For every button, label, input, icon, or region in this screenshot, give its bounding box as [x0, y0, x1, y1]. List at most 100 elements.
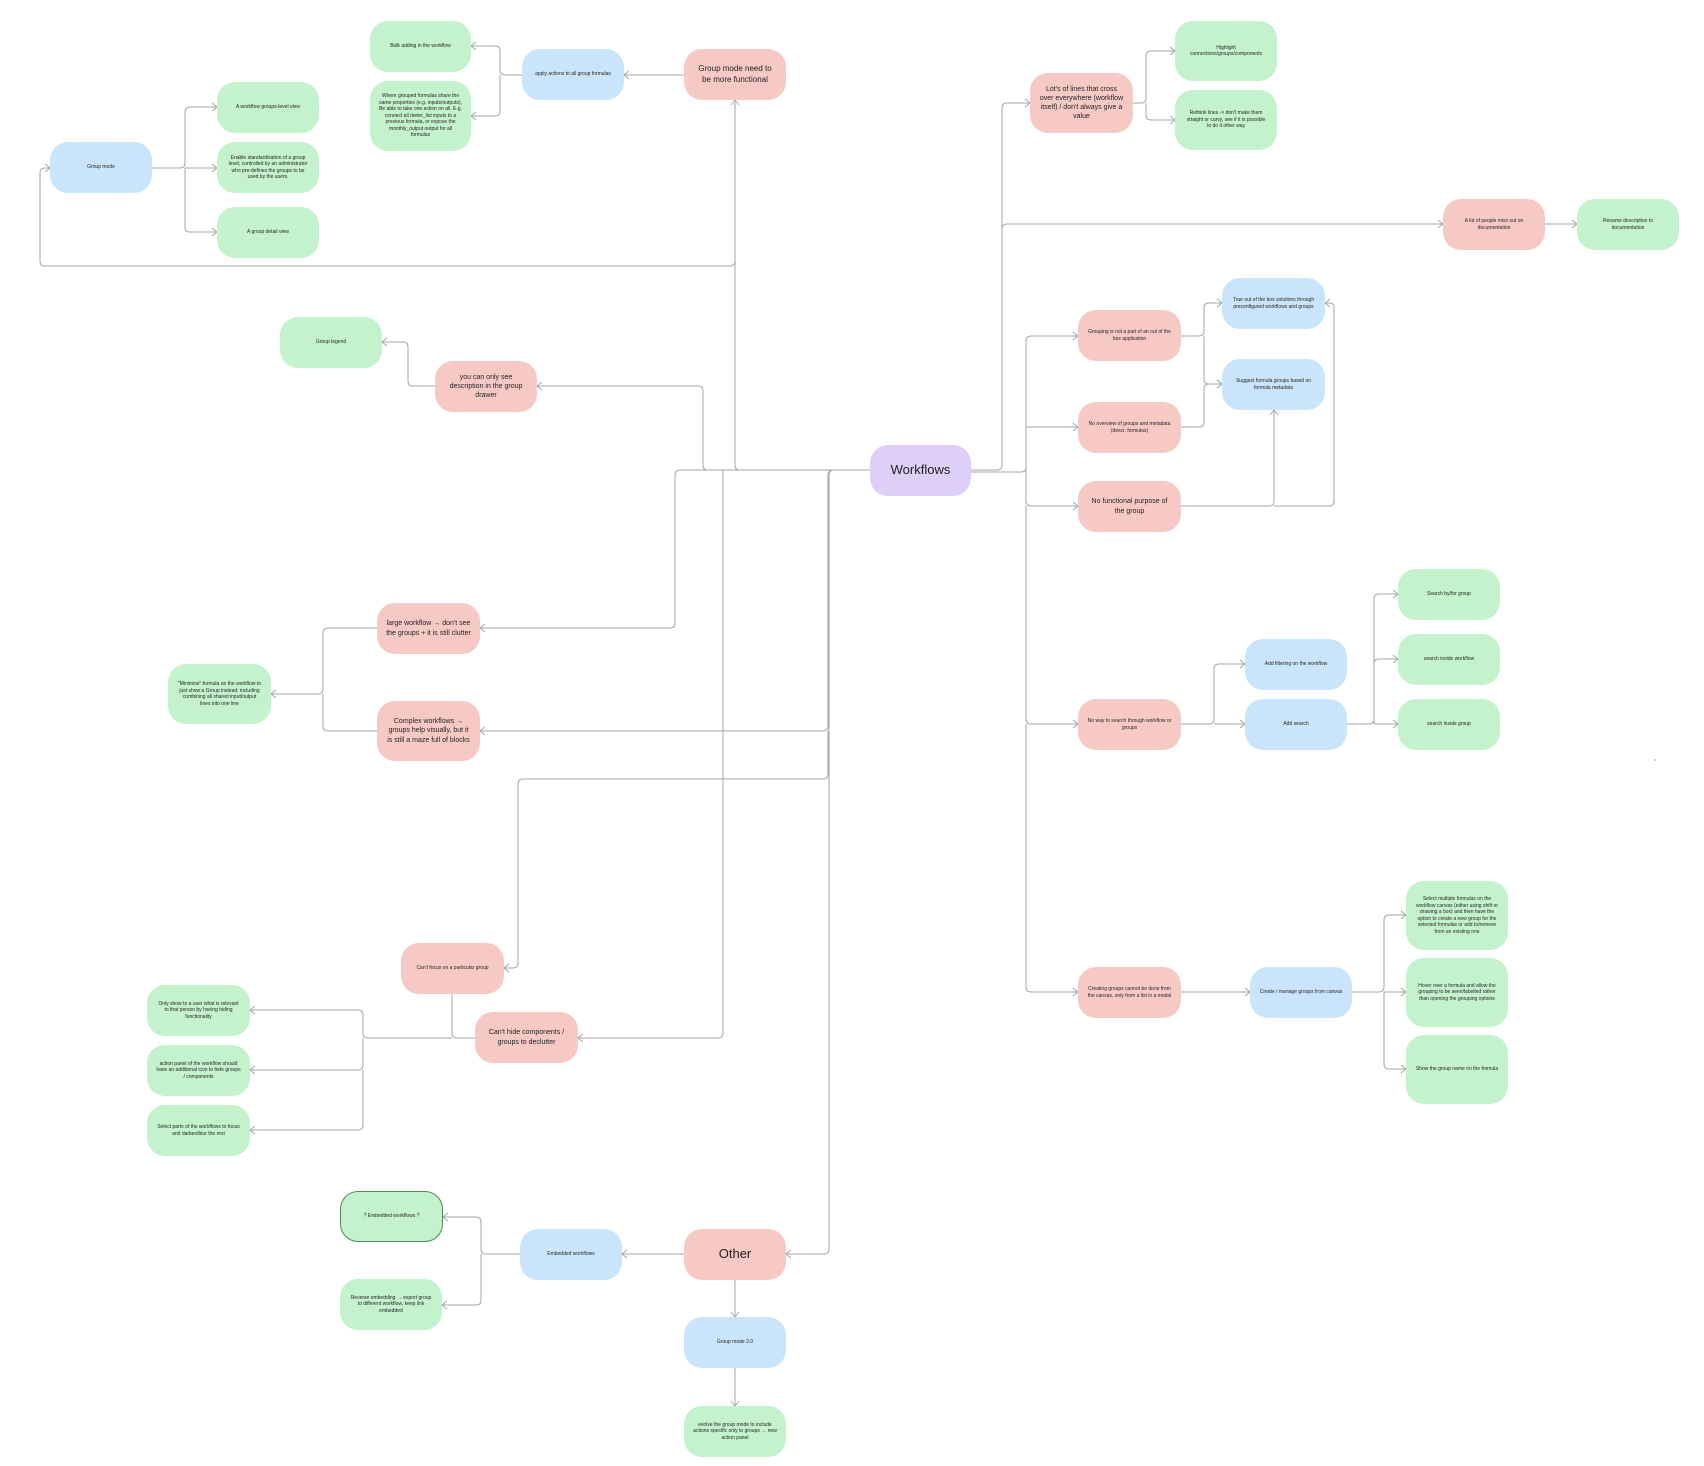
- edge-embedded-reverse: [442, 1254, 482, 1306]
- node-highlight-connections[interactable]: Highlight connections/groups/components: [1175, 21, 1277, 81]
- node-creating-groups-canvas[interactable]: Creating groups cannot be done from the …: [1078, 967, 1181, 1018]
- edge-cant-hide-only-show-arrowhead: [249, 1005, 256, 1015]
- node-group-mode-functional[interactable]: Group mode need to be more functional: [684, 49, 786, 100]
- edge-no-functional-true-out: [1274, 302, 1335, 507]
- edge-apply-bulk-arrowhead: [470, 41, 477, 51]
- edge-lines-cross-highlight: [1133, 50, 1175, 104]
- node-grouped-formulas[interactable]: Where grouped formulas share the same pr…: [370, 81, 471, 151]
- node-no-way-to-search[interactable]: No way to search through workflow or gro…: [1078, 699, 1181, 750]
- node-workflow-groups-level-view[interactable]: A workflow groups-level view: [217, 82, 319, 133]
- node-search-inside-group[interactable]: search inside group: [1398, 699, 1500, 750]
- node-create-manage-groups[interactable]: Create / manage groups from canvas: [1250, 967, 1352, 1018]
- edge-workflows-only-see-description-arrowhead: [536, 381, 543, 391]
- node-rename-description[interactable]: Rename description to documentation: [1577, 199, 1679, 250]
- node-bulk-adding[interactable]: Bulk adding in the workflow: [370, 21, 471, 72]
- node-only-show-relevant[interactable]: Only show to a user what is relevant to …: [147, 985, 250, 1036]
- edge-workflows-people-miss-docs: [1001, 223, 1443, 260]
- node-only-see-description[interactable]: you can only see description in the grou…: [435, 361, 537, 412]
- edge-cant-focus-cant-hide: [451, 994, 475, 1039]
- node-show-group-name[interactable]: Show the group name on the formula: [1406, 1035, 1508, 1104]
- edge-no-functional-suggest: [1181, 410, 1275, 507]
- edge-grouping-true-out: [1181, 302, 1222, 337]
- node-embedded-workflows[interactable]: Embedded workflows: [520, 1229, 622, 1280]
- node-reverse-embedding[interactable]: Reverse embedding → export group to diff…: [340, 1279, 442, 1330]
- node-action-panel[interactable]: action panel of the workflow should have…: [147, 1045, 250, 1096]
- edge-group-mode-detail-view: [184, 168, 217, 233]
- node-select-multiple-formulas[interactable]: Select multiple formulas on the workflow…: [1406, 881, 1508, 950]
- node-other[interactable]: Other: [684, 1229, 786, 1280]
- edge-workflows-creating-groups: [1025, 724, 1078, 993]
- edge-group-mode-functional-group-mode: [39, 160, 736, 267]
- edge-workflows-other: [786, 469, 870, 1255]
- stray-dot: [1654, 759, 1656, 761]
- node-group-mode-2[interactable]: Group mode 2.0: [684, 1317, 786, 1368]
- edge-workflows-cant-hide-arrowhead: [577, 1033, 584, 1043]
- edge-create-manage-show-name: [1383, 992, 1406, 1070]
- edge-cant-hide-select-parts: [250, 1070, 364, 1131]
- node-standardisation[interactable]: Enable standardisation of a group level,…: [217, 142, 319, 193]
- node-no-functional-purpose[interactable]: No functional purpose of the group: [1078, 481, 1181, 532]
- node-complex-workflows[interactable]: Complex workflows → groups help visually…: [377, 701, 480, 761]
- node-evolve-group-mode[interactable]: evolve the group mode to include actions…: [684, 1406, 786, 1457]
- node-lines-cross[interactable]: Lot's of lines that cross over everywher…: [1030, 73, 1133, 133]
- edge-workflows-cant-focus-arrowhead: [503, 963, 510, 973]
- edge-large-workflow-minimise-arrowhead: [270, 689, 277, 699]
- edge-lines-cross-rethink: [1145, 103, 1175, 121]
- node-true-out-of-box[interactable]: True out of the box solutions through pr…: [1222, 278, 1325, 329]
- edge-add-search-by-group: [1347, 593, 1398, 725]
- edge-workflows-cant-hide: [578, 470, 724, 1039]
- edge-no-functional-true-out-arrowhead: [1324, 298, 1331, 308]
- edge-only-see-description-legend: [382, 341, 435, 387]
- node-suggest-groups[interactable]: Suggest formula groups based on formula …: [1222, 359, 1325, 410]
- node-search-inside-workflow[interactable]: search inside workflow: [1398, 634, 1500, 685]
- edge-no-overview-suggest: [1181, 383, 1222, 428]
- edge-workflows-search: [1025, 506, 1078, 725]
- edge-group-mode-functional-apply-arrowhead: [623, 70, 630, 80]
- node-hover-over-formula[interactable]: Hover over a formula and allow the group…: [1406, 958, 1508, 1027]
- node-workflows[interactable]: Workflows: [870, 445, 971, 496]
- edge-apply-grouped: [471, 75, 501, 117]
- edge-only-see-description-legend-arrowhead: [381, 337, 388, 347]
- edge-apply-bulk: [471, 45, 522, 76]
- edge-embedded-question: [443, 1216, 520, 1255]
- edge-search-filtering: [1181, 663, 1245, 725]
- edge-workflows-large-workflow: [480, 469, 870, 629]
- edge-workflows-other-arrowhead: [785, 1249, 792, 1259]
- edge-workflows-grouping: [971, 335, 1078, 473]
- edge-workflows-large-workflow-arrowhead: [479, 623, 486, 633]
- edge-other-embedded-arrowhead: [621, 1249, 628, 1259]
- edge-workflows-no-functional: [1025, 440, 1078, 507]
- node-people-miss-docs[interactable]: A lot of people miss out on documentatio…: [1443, 199, 1545, 250]
- edge-embedded-question-arrowhead: [442, 1212, 449, 1222]
- node-cant-focus[interactable]: Can't focus on a particular group: [401, 943, 504, 994]
- edge-add-search-inside-workflow: [1373, 658, 1398, 724]
- edge-cant-hide-action-panel: [250, 1038, 364, 1071]
- node-cant-hide[interactable]: Can't hide components / groups to declut…: [475, 1012, 578, 1063]
- edge-complex-workflows-minimise: [322, 694, 377, 732]
- edge-large-workflow-minimise: [271, 627, 377, 695]
- edge-create-manage-select-multiple: [1352, 914, 1406, 993]
- node-add-search[interactable]: Add search: [1245, 699, 1347, 750]
- edge-workflows-group-mode-functional-arrowhead: [730, 99, 740, 106]
- edge-cant-hide-action-panel-arrowhead: [249, 1065, 256, 1075]
- edge-apply-grouped-arrowhead: [470, 111, 477, 121]
- node-large-workflow[interactable]: large workflow → don't see the groups + …: [377, 603, 480, 654]
- edge-no-functional-suggest-arrowhead: [1269, 409, 1279, 416]
- edge-workflows-lines-cross: [971, 102, 1030, 471]
- node-group-legend[interactable]: Group legend: [280, 317, 382, 368]
- node-grouping-not-part[interactable]: Grouping is not a part of an out of the …: [1078, 310, 1181, 361]
- node-rethink-lines[interactable]: Rethink lines -> don't make them straigh…: [1175, 90, 1277, 150]
- node-no-overview[interactable]: No overview of groups and metadata (desc…: [1078, 402, 1181, 453]
- node-group-detail-view[interactable]: A group detail view: [217, 207, 319, 258]
- edge-cant-hide-only-show: [250, 1009, 452, 1039]
- node-add-filtering[interactable]: Add filtering on the workflow: [1245, 639, 1347, 690]
- node-select-parts[interactable]: Select parts of the workflows to focus a…: [147, 1105, 250, 1156]
- node-apply-actions[interactable]: apply actions to all group formulas: [522, 49, 624, 100]
- edge-group-mode-level-view: [152, 106, 217, 169]
- node-group-mode[interactable]: Group mode: [50, 142, 152, 193]
- node-search-by-for-group[interactable]: Search by/for group: [1398, 569, 1500, 620]
- node-embedded-workflows-question[interactable]: ? Embedded workflows ?: [340, 1191, 443, 1242]
- node-minimise-formula[interactable]: "Minimise" formula on the workflow to ju…: [168, 664, 271, 724]
